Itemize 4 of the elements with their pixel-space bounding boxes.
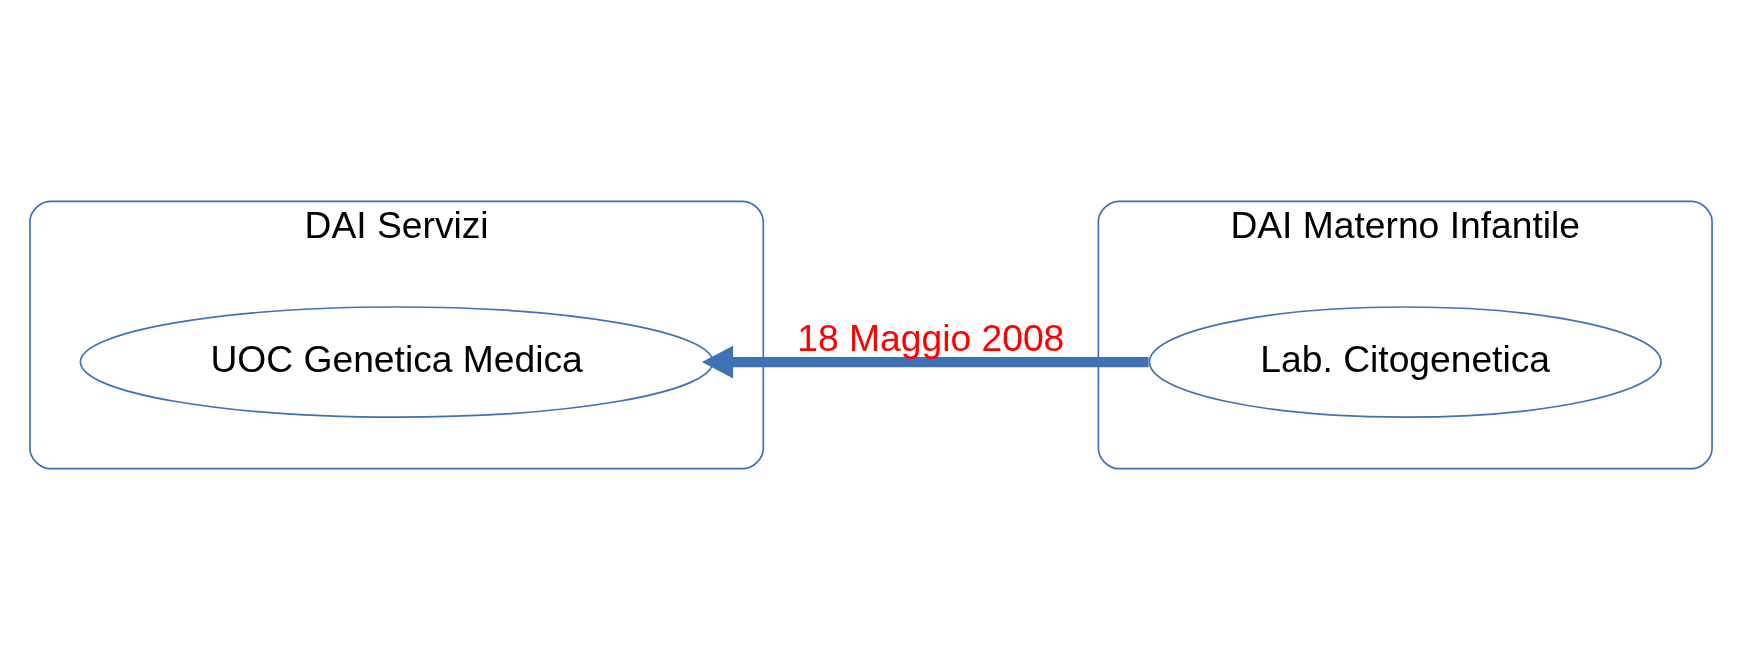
node-ellipse: Lab. Citogenetica <box>1148 305 1662 418</box>
node-ellipse: UOC Genetica Medica <box>79 305 714 418</box>
arrow <box>701 345 1149 378</box>
edge-label: 18 Maggio 2008 <box>797 316 1065 359</box>
